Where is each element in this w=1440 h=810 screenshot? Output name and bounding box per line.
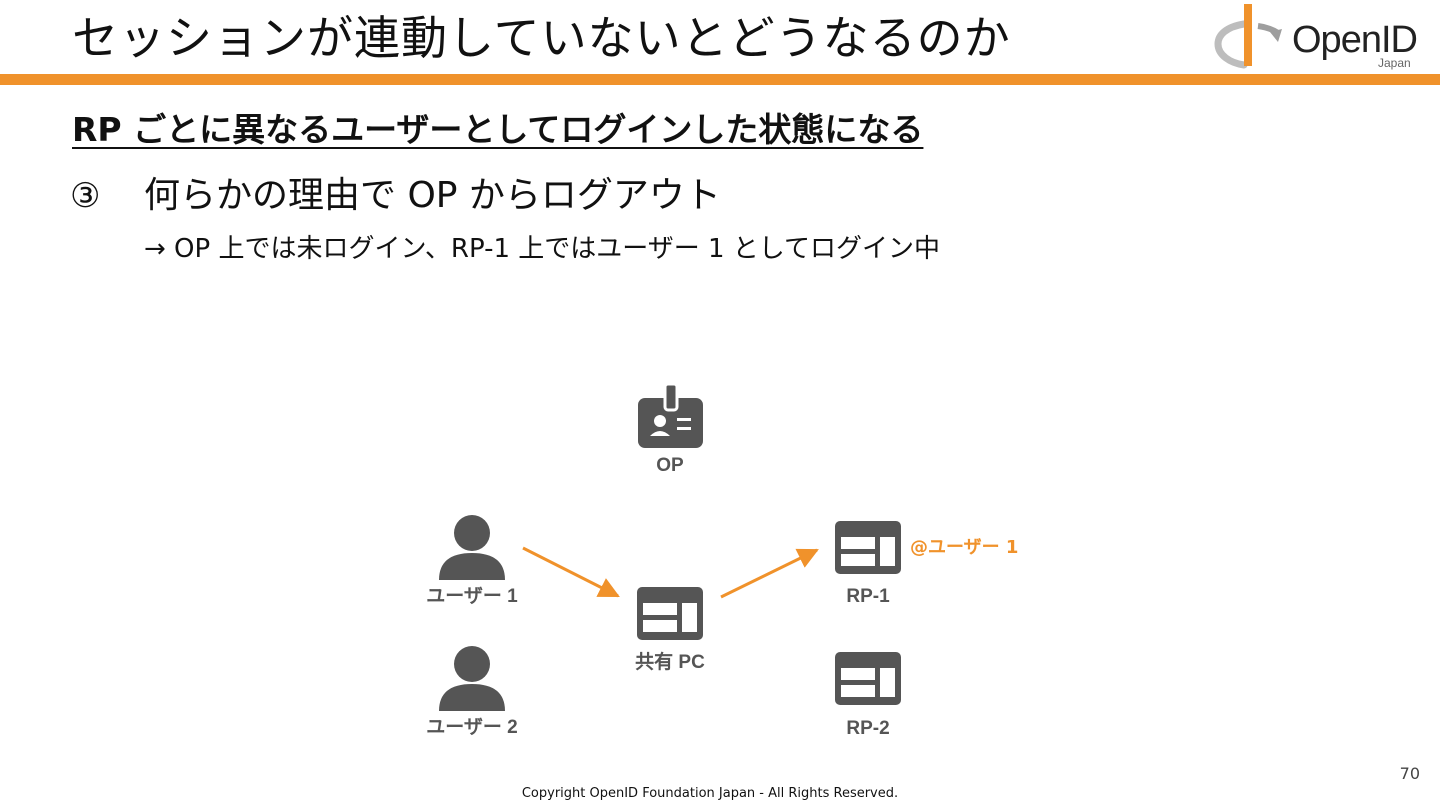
op-label: OP: [656, 455, 684, 476]
person-icon: [439, 646, 505, 711]
user2-label: ユーザー 2: [426, 716, 517, 738]
copyright-footer: Copyright OpenID Foundation Japan - All …: [521, 786, 899, 801]
rp1-user-tag: @ユーザー 1: [910, 537, 1018, 558]
user2-node: ユーザー 2: [426, 646, 518, 738]
arrow-user1-to-pc: [522, 546, 620, 598]
browser-window-icon: [835, 652, 901, 705]
rp1-label: RP-1: [846, 586, 890, 607]
slide-title: セッションが連動していないとどうなるのか: [72, 11, 1011, 65]
person-icon: [439, 515, 505, 580]
logo-subtext: Japan: [1378, 56, 1411, 70]
openid-logo-icon: [1214, 4, 1282, 69]
browser-window-icon: [835, 521, 901, 574]
shared-pc-label: 共有 PC: [635, 650, 705, 673]
rp2-label: RP-2: [846, 718, 889, 739]
rp2-node: RP-2: [835, 652, 901, 739]
arrow-pc-to-rp1: [720, 548, 819, 599]
step-subtext: → OP 上では未ログイン、RP-1 上ではユーザー 1 としてログイン中: [144, 234, 941, 264]
openid-japan-logo: OpenID Japan: [1212, 2, 1432, 72]
browser-window-icon: [637, 587, 703, 640]
shared-pc-node: 共有 PC: [635, 587, 705, 673]
section-heading: RP ごとに異なるユーザーとしてログインした状態になる: [72, 110, 924, 149]
op-node: OP: [638, 382, 703, 476]
step-number: ③: [70, 176, 101, 216]
title-underline-bar: [0, 74, 1440, 85]
user1-label: ユーザー 1: [426, 585, 518, 607]
page-number: 70: [1399, 764, 1420, 783]
id-badge-icon: [638, 382, 703, 448]
rp1-node: RP-1 @ユーザー 1: [835, 521, 1018, 607]
logo-text: OpenID: [1292, 19, 1418, 61]
user1-node: ユーザー 1: [426, 515, 518, 607]
step-text: 何らかの理由で OP からログアウト: [144, 175, 721, 216]
